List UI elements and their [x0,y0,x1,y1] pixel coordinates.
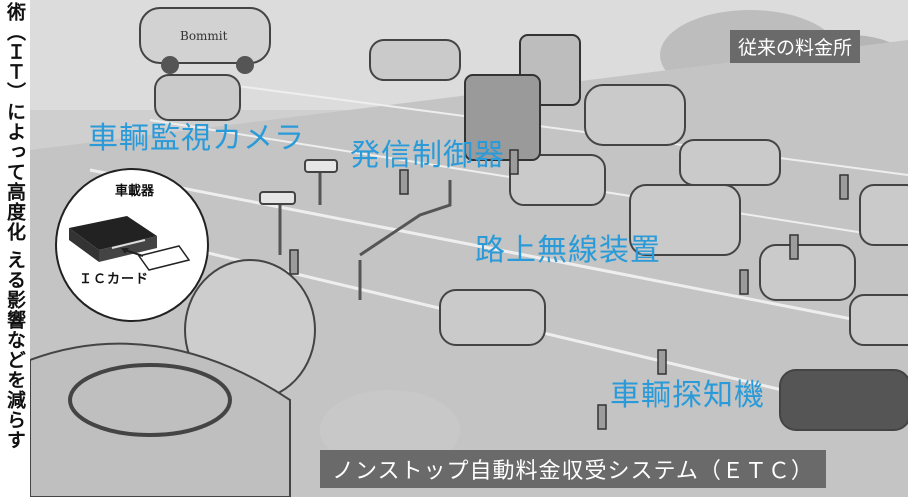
toll-scene: Bommit [29,0,908,497]
footer-title: ノンストップ自動料金収受システム（ＥＴＣ） [320,450,826,488]
bus-sign: Bommit [180,29,228,43]
onboard-unit-inset: 車載器 ＩＣカード [55,168,209,322]
side-text-strip: 術（ＩＴ）によって高度化 える影響などを減らす [0,0,30,497]
inset-title: 車載器 [115,184,155,199]
onboard-unit-icon [69,216,191,271]
side-text: 術（ＩＴ）によって高度化 える影響などを減らす [4,2,26,450]
header-label: 従来の料金所 [730,30,861,63]
camera-label: 車輌監視カメラ [88,121,305,156]
detector-label: 車輌探知機 [610,378,765,413]
antenna-label: 路上無線装置 [475,233,661,268]
controller-label: 発信制御器 [350,138,505,173]
toll-illustration: Bommit [29,0,908,497]
ic-card-label: ＩＣカード [79,272,150,287]
bus-illustration: Bommit [139,7,271,74]
